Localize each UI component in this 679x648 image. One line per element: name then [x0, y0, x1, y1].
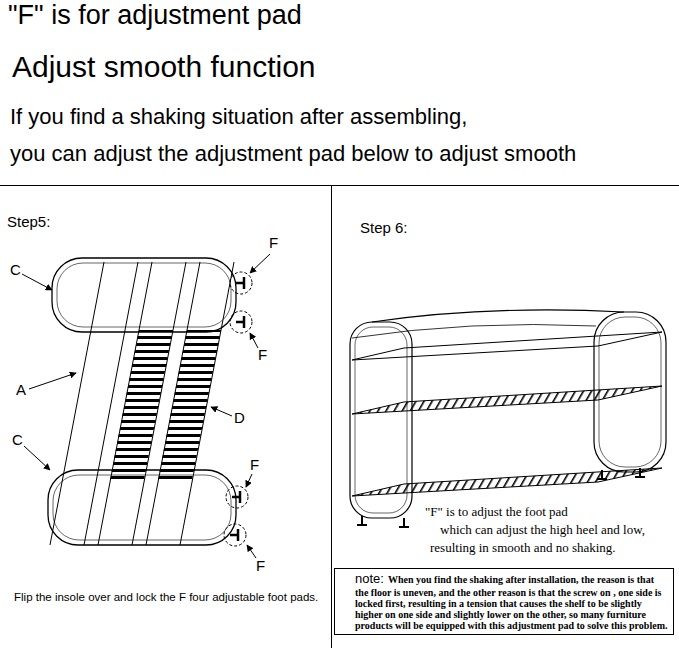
- callout-letter: F: [256, 557, 265, 575]
- instruction-text: you can adjust the adjustment pad below …: [10, 141, 576, 167]
- annotation-text: resulting in smooth and no shaking.: [430, 540, 616, 556]
- callout-letter: F: [250, 456, 259, 474]
- page-title: "F" is for adjustment pad: [8, 0, 302, 31]
- annotation-text: which can adjust the high heel and low,: [440, 522, 645, 538]
- part-letter: C: [12, 431, 23, 449]
- step-heading: Step 6:: [360, 219, 408, 237]
- assembled-shelf: [350, 310, 666, 518]
- step-heading: Step5:: [7, 213, 50, 231]
- note-label: note:: [355, 571, 384, 586]
- callout-letter: F: [258, 346, 267, 364]
- note-text: When you find the shaking after installa…: [355, 574, 667, 631]
- step-panel: Step 6: note:When you find the shaking af…: [332, 185, 679, 648]
- flipped-shelf: [48, 258, 236, 545]
- subheading: Adjust smooth function: [12, 49, 316, 85]
- callout-letter: F: [269, 234, 278, 252]
- step-instruction: Flip the insole over and lock the F four…: [14, 586, 319, 608]
- annotation-text: "F" is to adjust the foot pad: [425, 504, 568, 520]
- instruction-text: If you find a shaking situation after as…: [10, 104, 467, 130]
- foot-pad: [357, 468, 645, 527]
- step-panel: Step5: Flip the insole over and lock the …: [0, 185, 332, 648]
- leader-line: [22, 254, 270, 558]
- foot-pad: [224, 272, 252, 546]
- note-box: note:When you find the shaking after ins…: [334, 568, 674, 635]
- part-letter: A: [16, 381, 26, 399]
- part-letter: C: [10, 261, 21, 279]
- part-letter: D: [234, 409, 245, 427]
